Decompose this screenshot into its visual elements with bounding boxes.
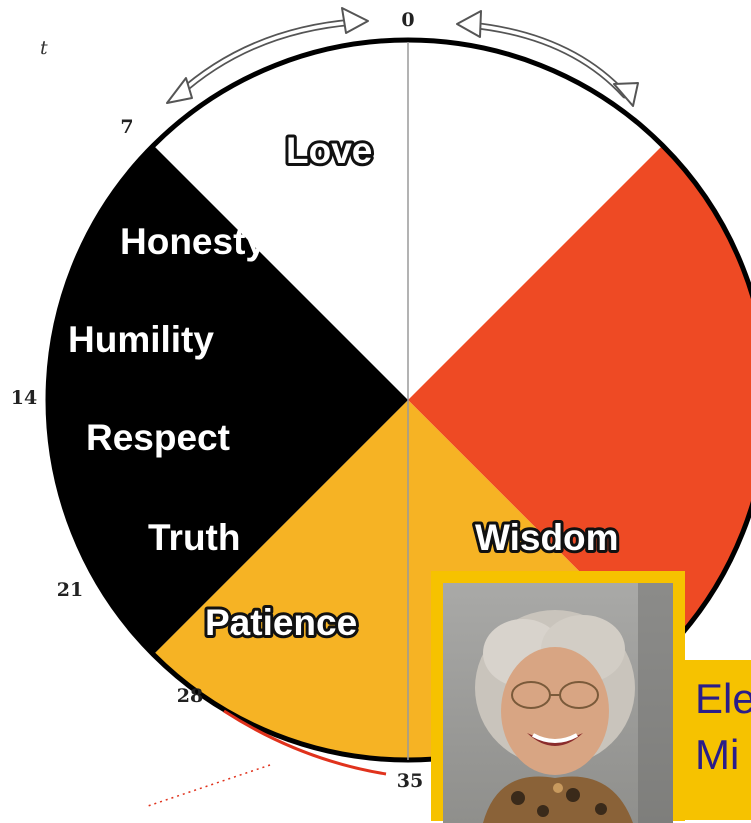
- quadrant-right: [408, 145, 751, 655]
- value-honesty: Honesty: [120, 221, 266, 262]
- tick-label-0: 0: [401, 9, 414, 31]
- quadrant-left: [47, 145, 409, 655]
- portrait-photo: [443, 583, 673, 823]
- caption-line-1: Ele: [695, 675, 751, 722]
- value-humility: Humility: [68, 319, 214, 360]
- double-arrow-left: [166, 7, 369, 104]
- tick-label-28: 28: [177, 685, 203, 707]
- tick-label-21: 21: [57, 579, 83, 601]
- red-marker-arc: [223, 709, 387, 776]
- value-love: Love: [286, 130, 372, 171]
- value-respect: Respect: [86, 417, 230, 458]
- value-truth: Truth: [148, 517, 240, 558]
- tick-label-14: 14: [11, 387, 37, 409]
- value-wisdom: Wisdom: [475, 517, 619, 558]
- caption-line-2: Mi: [695, 731, 740, 778]
- double-arrow-right: [456, 10, 639, 107]
- portrait-photo-frame: [431, 571, 685, 823]
- tick-label-7: 7: [120, 116, 133, 138]
- dotted-trail-line: [144, 764, 271, 808]
- value-patience: Patience: [205, 602, 357, 643]
- tick-label-35: 35: [397, 770, 423, 792]
- time-variable-label: t: [40, 37, 48, 59]
- caption-box: Ele Mi: [685, 660, 751, 820]
